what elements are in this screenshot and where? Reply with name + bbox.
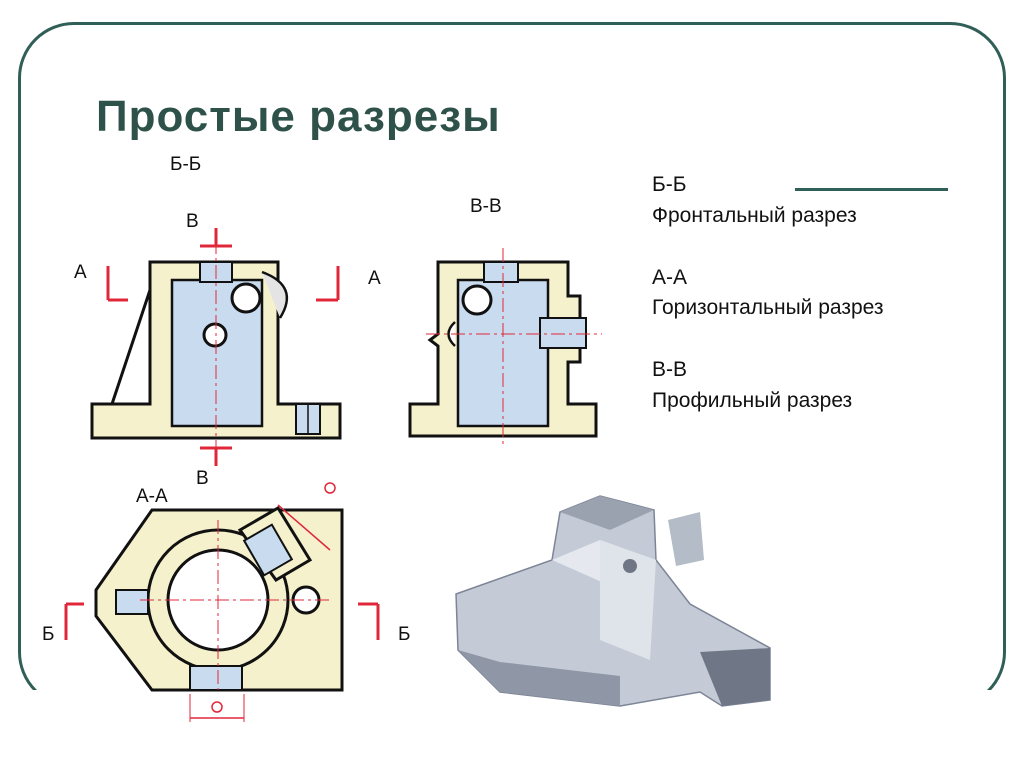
legend-underline (795, 188, 948, 191)
frame-mask (0, 690, 1024, 767)
label-cut-v-top: В (186, 211, 199, 232)
legend-name-1: Фронтальный разрез (652, 204, 857, 227)
legend-name-2: Горизонтальный разрез (652, 296, 884, 319)
label-cut-v-bottom: В (196, 468, 209, 489)
label-front-view: Б-Б (170, 154, 202, 175)
label-cut-a-left: А (74, 262, 87, 283)
legend-code-2: А-А (652, 266, 688, 289)
legend-code-1: Б-Б (652, 173, 687, 196)
slide-title: Простые разрезы (96, 92, 501, 141)
label-top-view: А-А (136, 486, 168, 507)
label-cut-b-right: Б (398, 624, 411, 645)
label-cut-b-left: Б (42, 624, 55, 645)
label-side-view: В-В (470, 196, 502, 217)
legend-code-3: В-В (652, 358, 688, 381)
legend-name-3: Профильный разрез (652, 389, 853, 412)
label-cut-a-right: А (368, 268, 381, 289)
